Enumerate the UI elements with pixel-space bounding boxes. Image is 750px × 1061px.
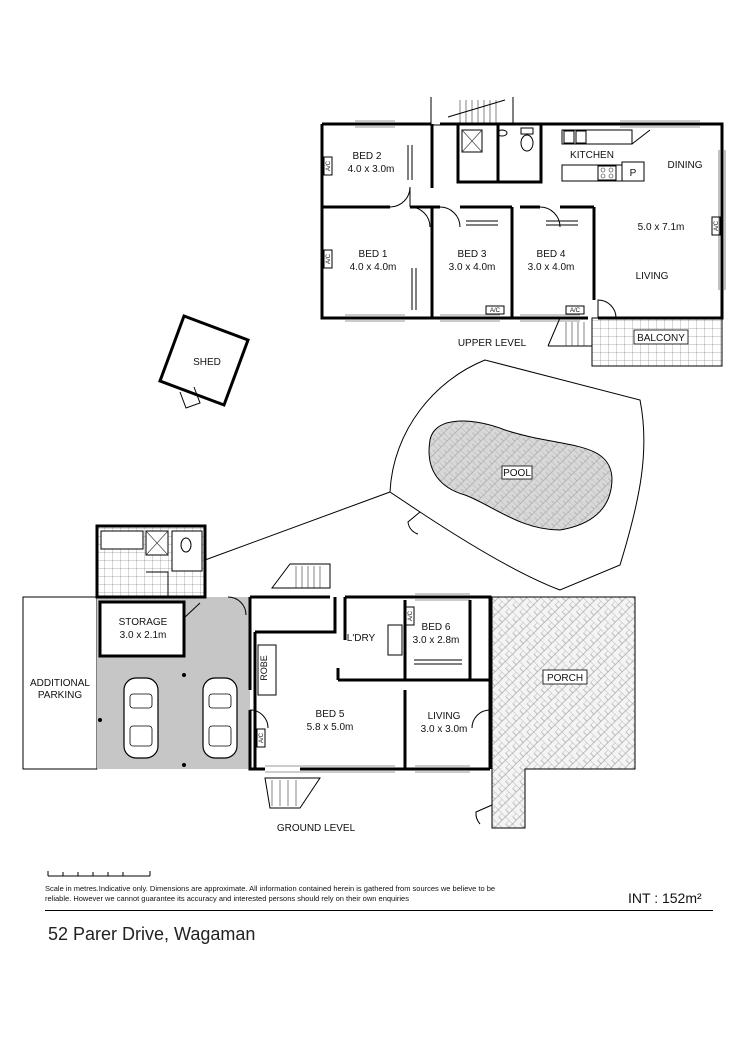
bed4-door [539,206,561,228]
bed4-size: 3.0 x 4.0m [528,262,575,273]
pool-label: POOL [503,468,531,479]
dining-label: DINING [668,160,703,171]
svg-text:A/C: A/C [490,308,501,314]
parking-label-2: PARKING [38,690,82,701]
robe-label: ROBE [259,655,269,681]
living-door [471,709,491,729]
disclaimer-text: Scale in metres.Indicative only. Dimensi… [45,884,496,903]
shed: SHED [158,314,250,409]
balcony-door [597,299,617,319]
living-label: LIVING [636,271,669,282]
bed2-wardrobe [407,145,413,180]
upper-level-plan: BED 2 4.0 x 3.0m BED 1 4.0 x 4.0m BED 3 … [320,97,726,367]
balcony-label-box [633,329,689,345]
svg-text:A/C: A/C [326,253,332,264]
bed1-label: BED 1 [359,249,388,260]
ground-level-title: GROUND LEVEL [277,823,356,834]
ground-living-size: 3.0 x 3.0m [421,724,468,735]
upper-level-title: UPPER LEVEL [458,338,527,349]
storage-label: STORAGE [119,617,168,628]
upper-bathroom-fixtures [461,127,534,153]
svg-text:A/C: A/C [570,308,581,314]
car-left [123,677,159,759]
ground-living-label: LIVING [428,711,461,722]
bed2-size: 4.0 x 3.0m [348,164,395,175]
robe-cabinet [257,644,277,696]
bed2-door [389,186,411,208]
porch-label: PORCH [547,673,583,684]
bed3-wardrobe [466,220,498,226]
bed1-size: 4.0 x 4.0m [350,262,397,273]
storage-door [183,602,201,619]
additional-parking-area [22,596,98,770]
pool-gate [407,511,421,535]
property-address: 52 Parer Drive, Wagaman [48,924,256,944]
fence-line [204,491,391,561]
shed-label: SHED [193,357,221,368]
bed6-label: BED 6 [422,622,451,633]
bed5-label: BED 5 [316,709,345,720]
bed2-label: BED 2 [353,151,382,162]
bed4-wardrobe [546,220,578,226]
car-right [202,677,238,759]
porch-area [491,596,636,829]
bed3-label: BED 3 [458,249,487,260]
svg-text:A/C: A/C [714,220,720,231]
ground-internal-stairs [271,563,331,589]
svg-text:A/C: A/C [326,160,332,171]
bed4-label: BED 4 [537,249,566,260]
bed5-size: 5.8 x 5.0m [307,722,354,733]
internal-area: INT : 152m² [628,890,702,906]
garage-door [227,596,247,616]
balcony-label: BALCONY [637,333,685,344]
bed3-door [439,206,461,228]
footer-divider [45,910,713,911]
kitchen-label: KITCHEN [570,150,614,161]
pantry-label: P [630,168,637,179]
balcony-stairs [547,317,592,347]
kitchen-benches [561,129,651,182]
ground-level-plan: ADDITIONAL PARKING STORAGE 3.0 x 2.1m [22,524,636,834]
bed5-door [249,709,269,729]
bed6-size: 3.0 x 2.8m [413,635,460,646]
ground-front-stairs [264,777,321,809]
upper-ac-units: A/C A/C A/C A/C A/C [323,156,721,315]
parking-label-1: ADDITIONAL [30,678,90,689]
svg-text:A/C: A/C [259,732,265,743]
pool-area: POOL [204,359,645,591]
bed1-wardrobe [411,268,417,310]
svg-text:A/C: A/C [408,610,414,621]
bed6-wardrobe [414,659,462,665]
bed1-door [409,206,431,228]
laundry-tub [387,624,403,656]
laundry-label: L'DRY [347,633,376,644]
storage-room [98,600,186,658]
porch-gate [475,804,493,825]
storage-size: 3.0 x 2.1m [120,630,167,641]
ground-ac-units: A/C A/C [256,606,415,748]
scale-bar [47,871,151,877]
ground-bathroom [95,524,207,599]
living-size: 5.0 x 7.1m [638,222,685,233]
bed3-size: 3.0 x 4.0m [449,262,496,273]
upper-entry-stairs [430,97,514,126]
